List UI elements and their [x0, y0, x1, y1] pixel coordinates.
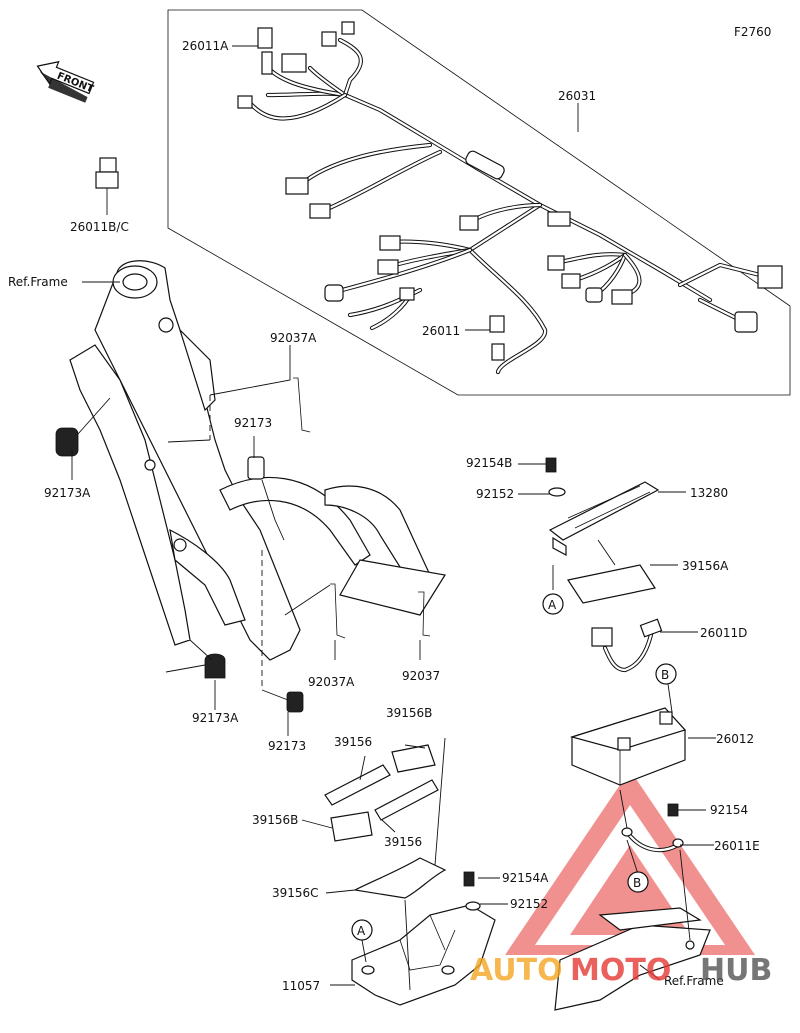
label-26011: 26011: [422, 324, 460, 338]
label-92154A: 92154A: [502, 871, 549, 885]
part-labels: F2760 26011A 26031 26011B/C Ref.Frame 26…: [8, 25, 771, 993]
pad-39156B-top: [391, 744, 436, 773]
label-92173A-low: 92173A: [192, 711, 239, 725]
label-13280: 13280: [690, 486, 728, 500]
battery-pad-39156A: [567, 564, 656, 604]
label-39156-low: 39156: [384, 835, 422, 849]
battery-strap-13280: [545, 457, 660, 557]
watermark-auto: AUTO: [470, 953, 563, 988]
pad-39156-low: [374, 779, 439, 821]
harness-box-outline: [167, 9, 791, 396]
label-39156B-low: 39156B: [252, 813, 298, 827]
battery-cable-26011D: [591, 618, 663, 673]
marker-a-low-label: A: [357, 924, 366, 938]
seal-pads: [324, 744, 447, 899]
watermark-moto: MOTO: [570, 953, 671, 988]
marker-a-top-label: A: [548, 598, 557, 612]
label-92173-top: 92173: [234, 416, 272, 430]
label-92152-top: 92152: [476, 487, 514, 501]
label-11057: 11057: [282, 979, 320, 993]
reference-markers: A B B A: [351, 593, 677, 941]
label-92152-low: 92152: [510, 897, 548, 911]
connector-26011A-body: [257, 27, 273, 49]
marker-b-top-label: B: [661, 668, 669, 682]
label-92037: 92037: [402, 669, 440, 683]
label-ref-frame-top: Ref.Frame: [8, 275, 68, 289]
frame-clips: [55, 377, 431, 713]
label-39156A: 39156A: [682, 559, 729, 573]
diagram-code: F2760: [734, 25, 771, 39]
label-26011E: 26011E: [714, 839, 760, 853]
pad-39156C: [353, 857, 447, 899]
label-26011D: 26011D: [700, 626, 747, 640]
label-39156B-top: 39156B: [386, 706, 432, 720]
label-ref-frame-bottom: Ref.Frame: [664, 974, 724, 988]
label-26031: 26031: [558, 89, 596, 103]
clip-92173A-left: [55, 427, 79, 457]
harness-box: [167, 9, 791, 396]
marker-a-low: [351, 919, 373, 941]
watermark-text: AUTO MOTO HUB: [470, 953, 772, 988]
tray-11057: [351, 871, 496, 1006]
label-92173-low: 92173: [268, 739, 306, 753]
marker-a-top: [542, 593, 564, 615]
battery-26012: [569, 707, 687, 786]
label-92037A-top: 92037A: [270, 331, 317, 345]
label-26012: 26012: [716, 732, 754, 746]
front-arrow: FRONT: [36, 60, 95, 103]
leader-lines: [71, 45, 716, 991]
watermark-hub: HUB: [700, 953, 772, 988]
label-92037A-mid: 92037A: [308, 675, 355, 689]
label-92154: 92154: [710, 803, 748, 817]
motorcycle-frame: [69, 260, 446, 690]
label-26011A: 26011A: [182, 39, 229, 53]
marker-b-low-label: B: [633, 876, 641, 890]
marker-b-top: [655, 663, 677, 685]
label-39156C: 39156C: [272, 886, 319, 900]
label-92173A-left: 92173A: [44, 486, 91, 500]
label-92154B: 92154B: [466, 456, 512, 470]
harness-connectors: [237, 21, 783, 361]
connector-26011BC: [95, 157, 119, 215]
pad-39156-top: [324, 764, 391, 806]
label-26011BC: 26011B/C: [70, 220, 129, 234]
marker-b-low: [627, 871, 649, 893]
label-39156-top: 39156: [334, 735, 372, 749]
rear-frame: [554, 907, 711, 1011]
pad-39156B-low: [330, 811, 373, 842]
